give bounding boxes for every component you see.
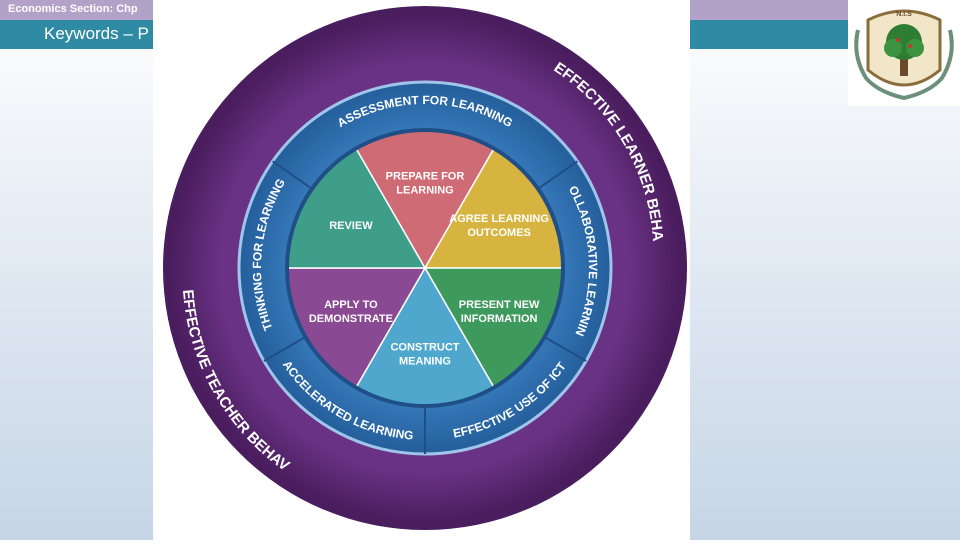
- school-logo: N.I.S: [848, 0, 960, 106]
- core-rim: [285, 128, 565, 408]
- ring-divider: [272, 160, 313, 190]
- crest-icon: N.I.S: [854, 9, 954, 101]
- ring-divider: [544, 336, 587, 362]
- ring-divider: [263, 336, 306, 362]
- ring-divider: [537, 160, 578, 190]
- section-label: Economics Section: Chp: [8, 3, 138, 15]
- logo-caption: N.I.S: [896, 11, 912, 18]
- keywords-title: Keywords – P: [44, 24, 149, 43]
- core-label-review: REVIEW: [329, 220, 373, 232]
- middle-ring-dividers: [263, 160, 587, 454]
